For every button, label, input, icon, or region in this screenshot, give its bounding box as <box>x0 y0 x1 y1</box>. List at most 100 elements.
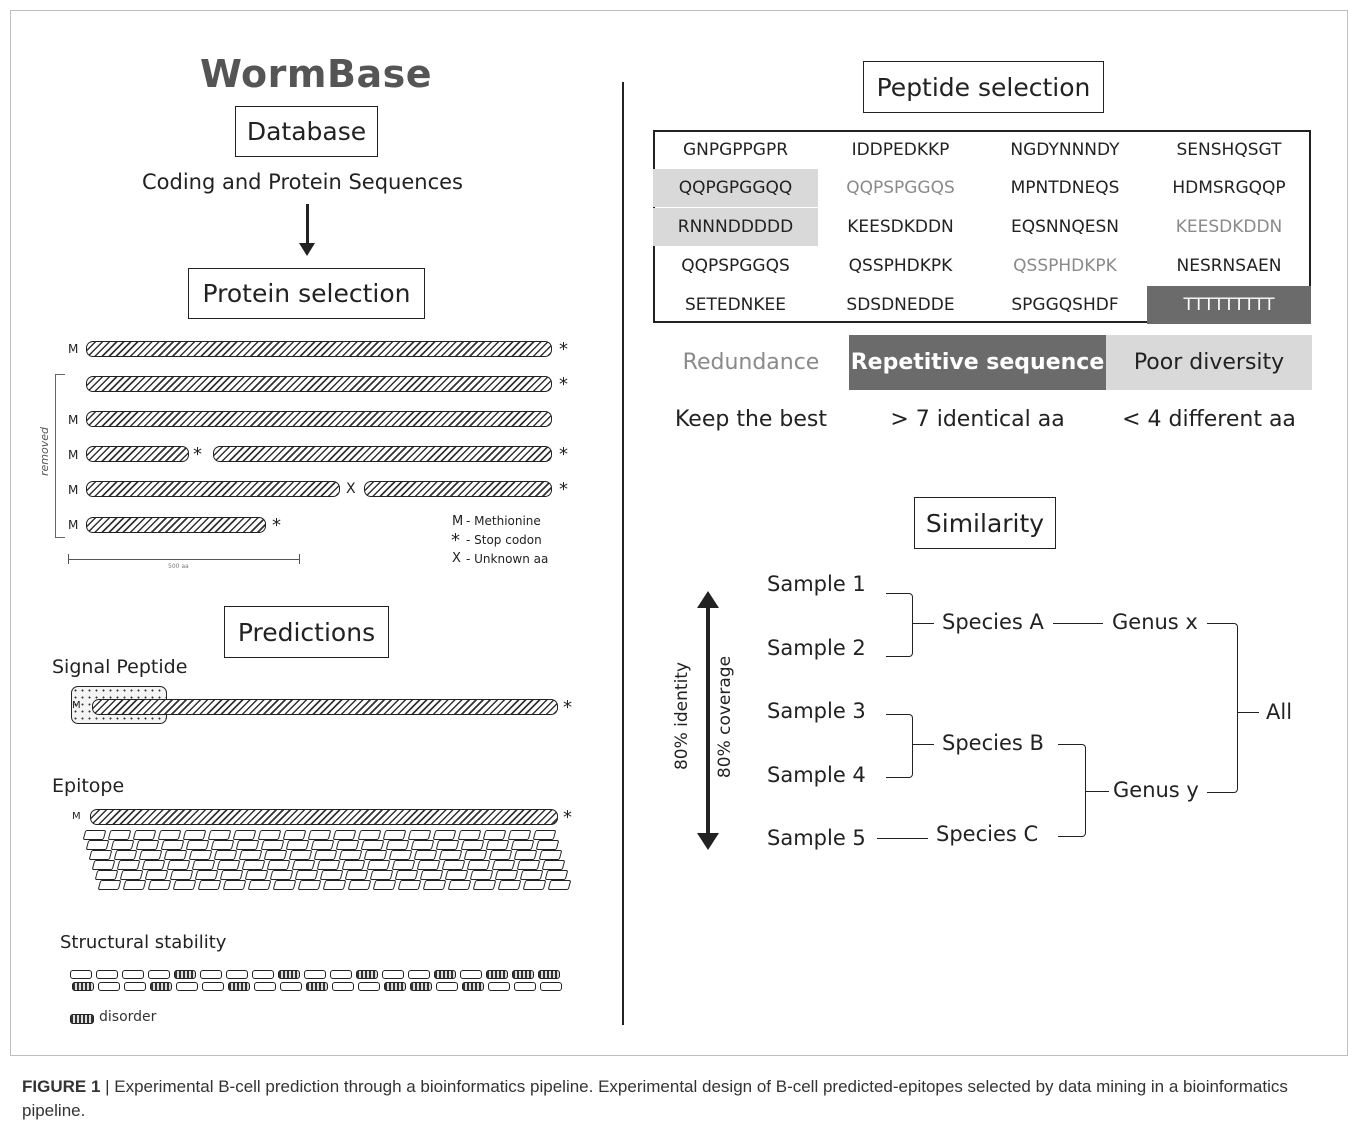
sequence-bar <box>364 481 552 497</box>
epitope-fragment <box>547 880 572 890</box>
sequences-label: Coding and Protein Sequences <box>142 170 463 194</box>
epitope-fragment <box>297 880 322 890</box>
epitope-fragment <box>432 830 457 840</box>
stop-icon: * <box>559 339 568 360</box>
stability-fragment <box>514 982 536 991</box>
legend-text: - Unknown aa <box>466 552 549 566</box>
epitope-fragment <box>535 840 560 850</box>
database-box: Database <box>235 106 378 157</box>
stability-fragment <box>462 982 484 991</box>
epitope-fragment <box>197 880 222 890</box>
predictions-box: Predictions <box>224 606 389 658</box>
epitope-fragment <box>463 850 488 860</box>
filter-poor-diversity: Poor diversity <box>1106 335 1312 390</box>
sequence-bar <box>86 376 552 392</box>
stability-fragment <box>72 982 94 991</box>
sample-1: Sample 1 <box>767 572 866 596</box>
stability-fragment <box>202 982 224 991</box>
up-arrowhead-icon <box>697 591 719 608</box>
peptide-cell: EQSNNQESN <box>1011 217 1119 237</box>
epitope-fragment <box>419 870 444 880</box>
stability-fragment <box>436 982 458 991</box>
bracket-genus <box>1207 623 1238 793</box>
epitope-fragment <box>307 830 332 840</box>
peptide-cell: MPNTDNEQS <box>1010 178 1120 198</box>
seq-start-m: M <box>72 811 81 822</box>
peptide-cell: QQPSPGGQS <box>681 256 790 276</box>
peptide-cell: SETEDNKEE <box>684 295 787 315</box>
stability-fragment <box>304 970 326 979</box>
epitope-fragment <box>160 840 185 850</box>
stability-fragment <box>148 970 170 979</box>
peptide-cell: QQPSPGGQS <box>846 178 955 198</box>
epitope-fragment <box>457 830 482 840</box>
stability-fragment <box>176 982 198 991</box>
epitope-fragment <box>172 880 197 890</box>
epitope-fragment <box>113 850 138 860</box>
stability-fragment <box>434 970 456 979</box>
stability-fragment <box>226 970 248 979</box>
epitope-fragment <box>422 880 447 890</box>
connector <box>877 838 928 839</box>
epitope-fragment <box>466 860 491 870</box>
similarity-box: Similarity <box>914 497 1056 549</box>
scale-tick <box>68 554 69 564</box>
stability-fragment <box>384 982 406 991</box>
sample-5: Sample 5 <box>767 826 866 850</box>
epitope-fragment <box>238 850 263 860</box>
rule-keep-best: Keep the best <box>674 406 828 432</box>
peptide-cell: NGDYNNNDY <box>1010 140 1120 160</box>
epitope-fragment <box>369 870 394 880</box>
epitope-fragment <box>244 870 269 880</box>
epitope-fragment <box>441 860 466 870</box>
stability-fragment <box>200 970 222 979</box>
epitope-fragment <box>132 830 157 840</box>
seq-start-m: M <box>68 448 79 462</box>
stop-icon: * <box>563 807 572 828</box>
epitope-fragment <box>166 860 191 870</box>
epitope-fragment <box>247 880 272 890</box>
epitope-fragment <box>163 850 188 860</box>
epitope-fragment <box>347 880 372 890</box>
epitope-fragment <box>338 850 363 860</box>
stability-fragment <box>382 970 404 979</box>
scale-bar <box>68 559 300 560</box>
epitope-fragment <box>257 830 282 840</box>
epitope-fragment <box>382 830 407 840</box>
stability-fragment <box>174 970 196 979</box>
peptide-selection-box: Peptide selection <box>863 61 1104 113</box>
stability-fragment <box>228 982 250 991</box>
stability-fragment <box>124 982 146 991</box>
genus-x: Genus x <box>1112 610 1198 634</box>
seq-start-m: M <box>68 413 79 427</box>
epitope-fragment <box>232 830 257 840</box>
stability-fragment <box>252 970 274 979</box>
stop-icon: * <box>559 444 568 465</box>
epitope-fragment <box>213 850 238 860</box>
sequence-bar <box>86 341 552 357</box>
scale-tick <box>299 554 300 564</box>
epitope-fragment <box>357 830 382 840</box>
epitope-fragment <box>207 830 232 840</box>
signal-peptide-label: Signal Peptide <box>52 656 188 678</box>
epitope-fragment <box>407 830 432 840</box>
seq-start-m: M <box>72 700 81 711</box>
protein-selection-box: Protein selection <box>188 268 425 319</box>
seq-start-m: M <box>68 518 79 532</box>
stability-fragment <box>488 982 510 991</box>
all-label: All <box>1266 700 1293 724</box>
disorder-label: disorder <box>99 1009 157 1025</box>
legend-text: - Methionine <box>466 514 541 528</box>
stability-fragment <box>278 970 300 979</box>
epitope-fragment <box>282 830 307 840</box>
stability-fragment <box>254 982 276 991</box>
removed-label: removed <box>38 427 51 476</box>
epitope-fragment <box>188 850 213 860</box>
down-arrow-icon <box>306 204 309 244</box>
epitope-fragment <box>372 880 397 890</box>
epitope-fragment <box>438 850 463 860</box>
epitope-fragment <box>397 880 422 890</box>
epitope-fragment <box>313 850 338 860</box>
epitope-fragment <box>522 880 547 890</box>
peptide-cell: QSSPHDKPK <box>1013 256 1117 276</box>
